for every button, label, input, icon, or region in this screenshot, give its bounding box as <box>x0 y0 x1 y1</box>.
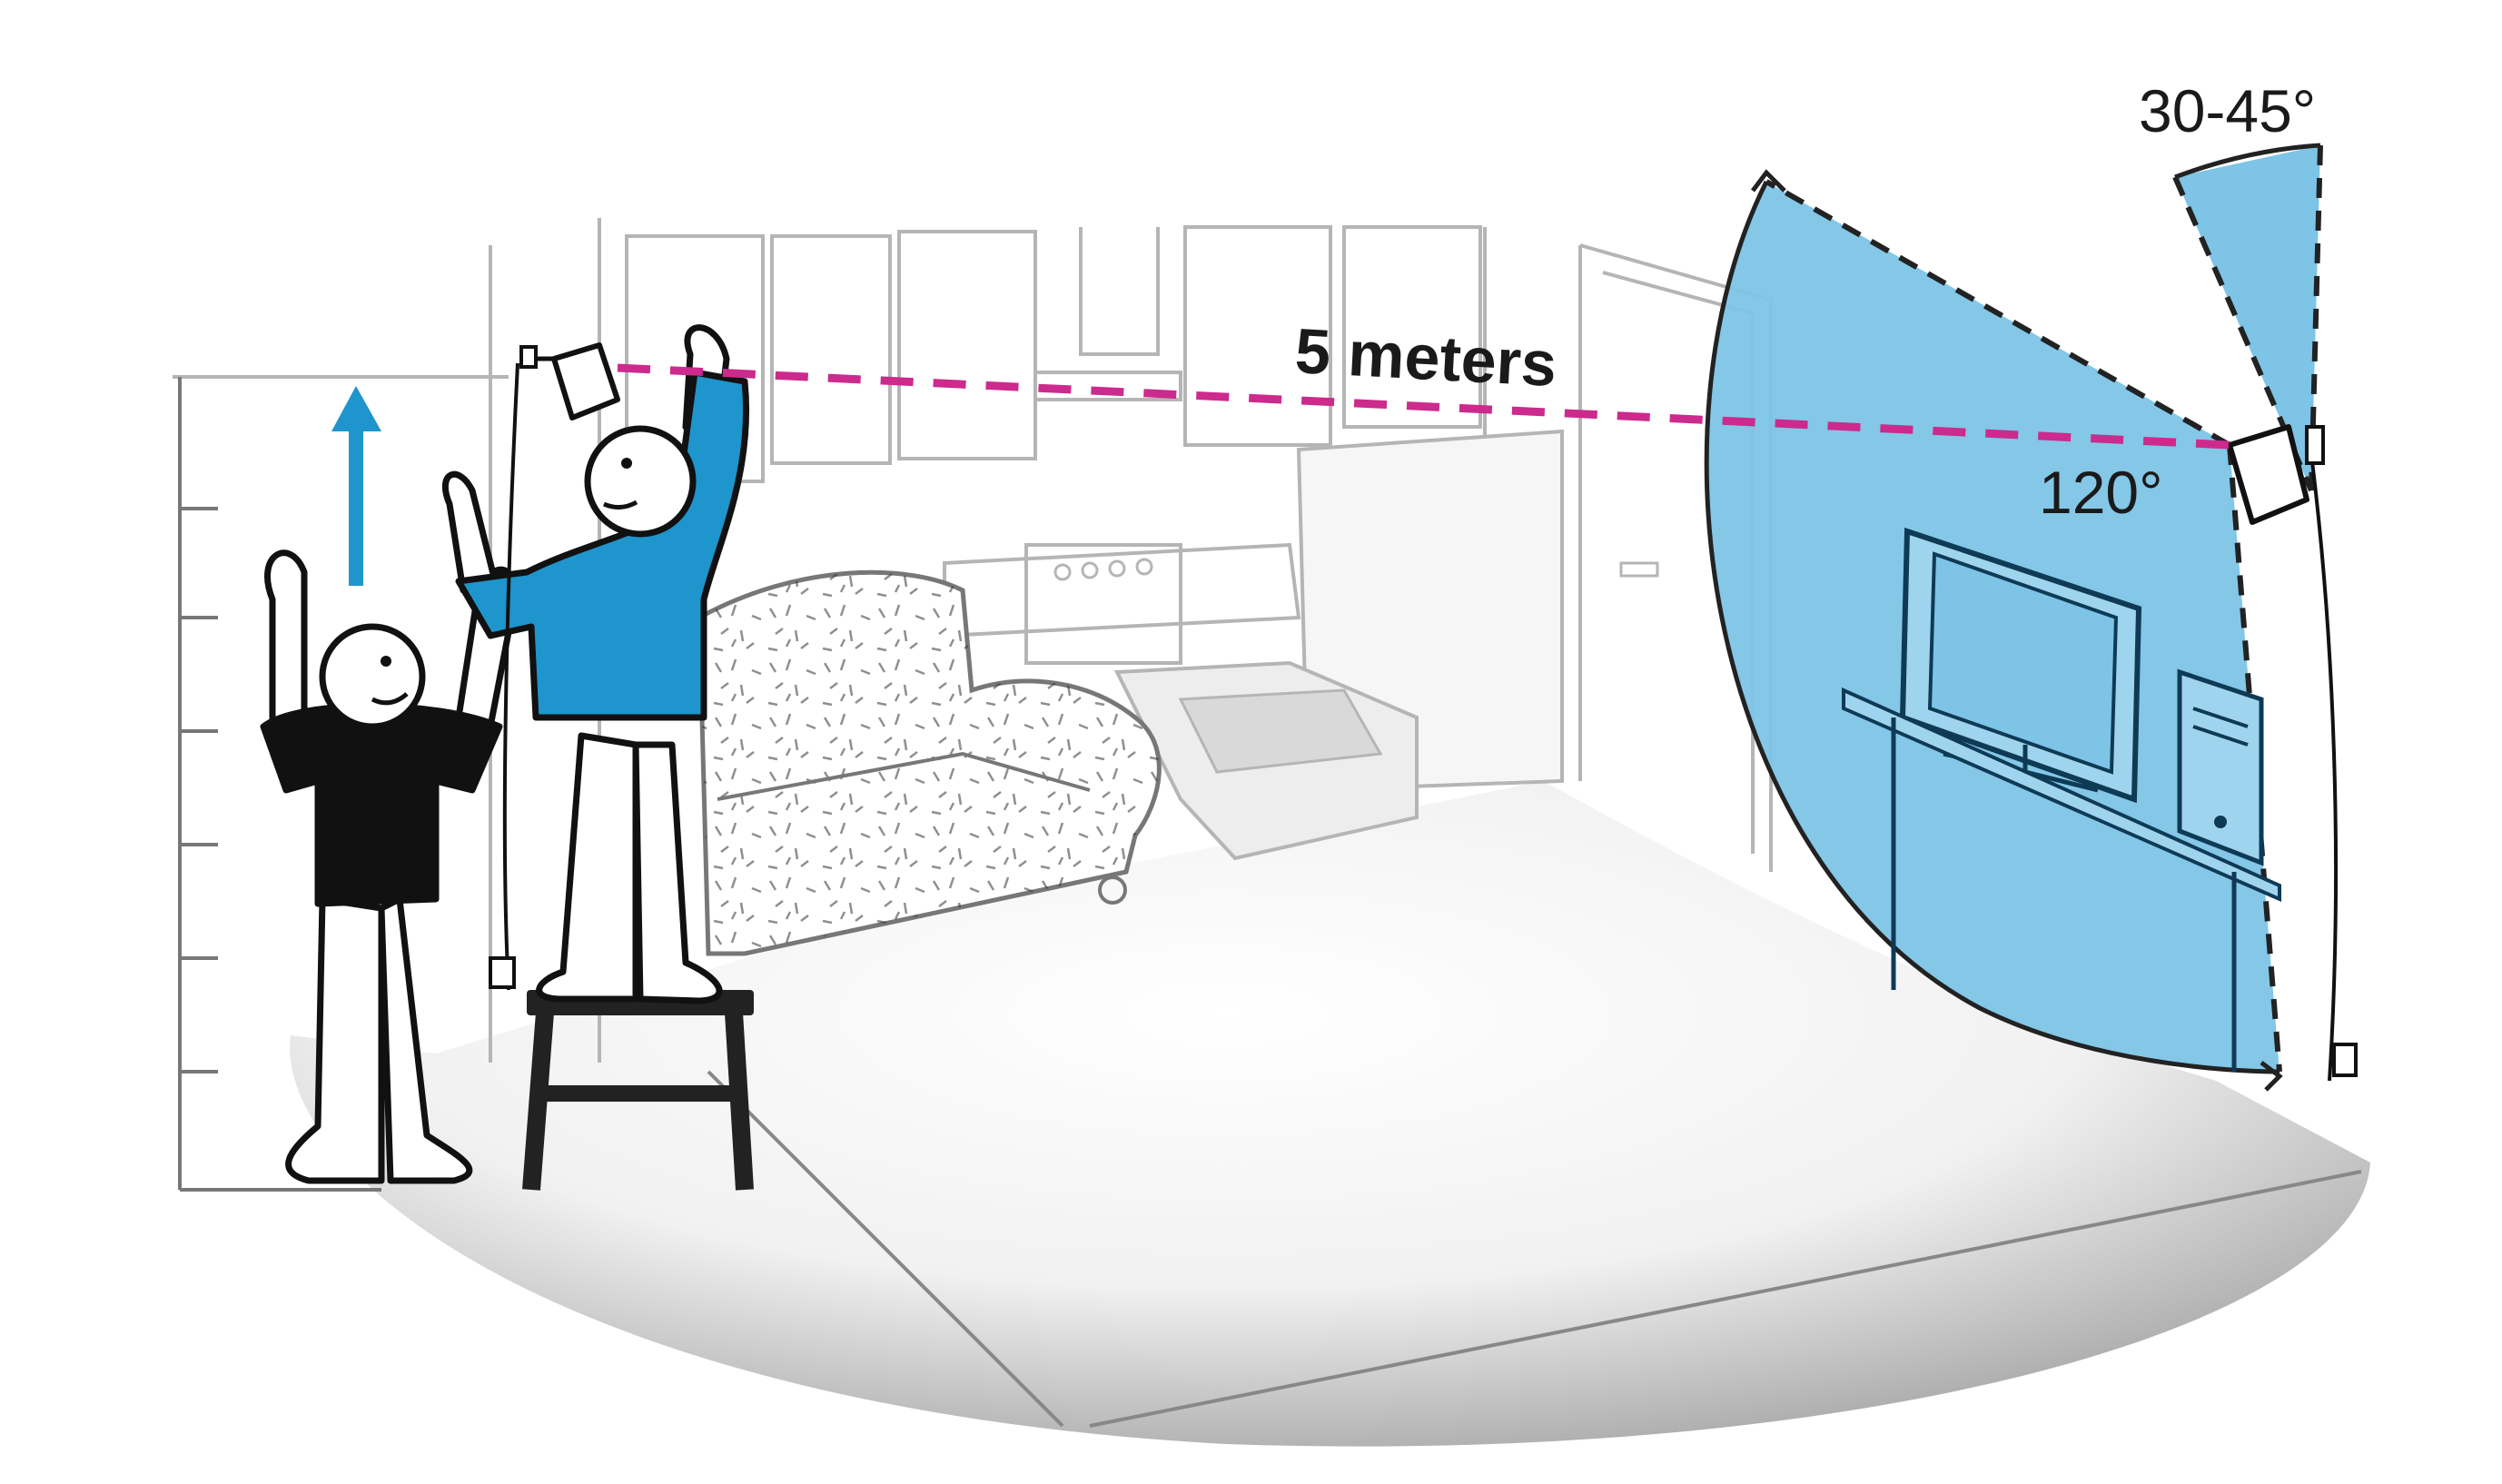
base-station-icon <box>551 342 620 420</box>
distance-label: 5 meters <box>1293 315 1558 400</box>
person-right <box>441 324 750 1004</box>
floor <box>290 781 2371 1447</box>
coverage-cone <box>1704 169 2283 1092</box>
horizontal-fov-label: 120° <box>2039 459 2163 526</box>
power-outlet-icon <box>2332 1043 2358 1077</box>
sofa <box>697 569 1162 956</box>
height-ruler <box>178 377 381 1192</box>
base-station-left <box>489 342 620 991</box>
beam-line <box>617 363 2230 450</box>
tilt-angle-label: 30-45° <box>2139 77 2316 144</box>
power-outlet-icon <box>489 956 516 989</box>
person-left <box>260 549 519 1184</box>
base-station-icon <box>2227 424 2309 525</box>
base-station-right <box>2227 424 2358 1082</box>
tv <box>1899 527 2142 804</box>
tilt-wedge <box>2172 143 2323 492</box>
up-arrow-icon <box>331 386 381 586</box>
